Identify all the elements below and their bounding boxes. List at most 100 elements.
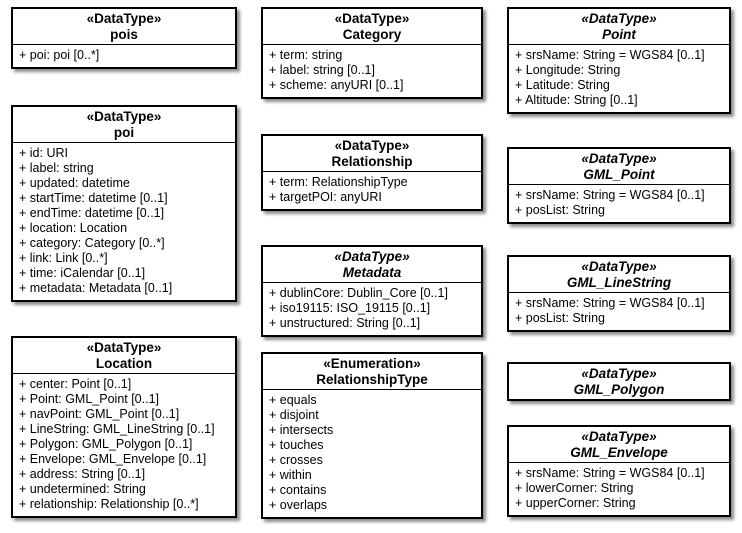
class-stereotype: «DataType»	[334, 138, 410, 153]
class-name: GML_Polygon	[573, 382, 665, 397]
class-attribute: + id: URI	[19, 146, 68, 160]
class-attribute-compartment: + srsName: String = WGS84 [0..1]+ posLis…	[509, 184, 729, 222]
class-name: Location	[95, 356, 153, 371]
class-attribute: + Point: GML_Point [0..1]	[19, 392, 160, 406]
class-attribute-compartment: + term: RelationshipType+ targetPOI: any…	[263, 171, 481, 209]
class-name: Metadata	[342, 265, 402, 280]
class-attribute: + overlaps	[269, 498, 328, 512]
class-attribute: + label: string [0..1]	[269, 63, 375, 77]
class-attribute: + touches	[269, 438, 324, 452]
class-name: Relationship	[331, 154, 413, 169]
class-attribute: + lowerCorner: String	[515, 481, 634, 495]
class-attribute: + equals	[269, 393, 317, 407]
class-attribute: + srsName: String = WGS84 [0..1]	[515, 48, 705, 62]
class-box-metadata: «DataType»Metadata+ dublinCore: Dublin_C…	[261, 245, 483, 337]
class-header: «DataType»Relationship	[263, 136, 481, 171]
class-attribute-compartment: + srsName: String = WGS84 [0..1]+ posLis…	[509, 292, 729, 330]
class-stereotype: «DataType»	[581, 366, 657, 381]
class-attribute: + disjoint	[269, 408, 319, 422]
class-attribute: + label: string	[19, 161, 94, 175]
class-stereotype: «DataType»	[334, 249, 410, 264]
class-attribute: + upperCorner: String	[515, 496, 636, 510]
class-header: «Enumeration»RelationshipType	[263, 354, 481, 389]
class-box-poi: «DataType»poi+ id: URI+ label: string+ u…	[11, 105, 237, 302]
class-stereotype: «DataType»	[581, 151, 657, 166]
class-attribute-compartment: + srsName: String = WGS84 [0..1]+ lowerC…	[509, 462, 729, 515]
class-stereotype: «DataType»	[334, 11, 410, 26]
class-header: «DataType»GML_Polygon	[509, 364, 729, 399]
class-attribute-compartment: + srsName: String = WGS84 [0..1]+ Longit…	[509, 44, 729, 112]
class-attribute: + time: iCalendar [0..1]	[19, 266, 146, 280]
class-name: RelationshipType	[316, 372, 428, 387]
class-attribute: + location: Location	[19, 221, 128, 235]
class-attribute: + Altitude: String [0..1]	[515, 93, 638, 107]
class-attribute: + srsName: String = WGS84 [0..1]	[515, 466, 705, 480]
class-box-point: «DataType»Point+ srsName: String = WGS84…	[507, 7, 731, 114]
class-attribute: + Longitude: String	[515, 63, 621, 77]
class-attribute: + relationship: Relationship [0..*]	[19, 497, 199, 511]
class-header: «DataType»Point	[509, 9, 729, 44]
class-attribute: + LineString: GML_LineString [0..1]	[19, 422, 215, 436]
class-attribute: + Polygon: GML_Polygon [0..1]	[19, 437, 193, 451]
class-stereotype: «DataType»	[581, 259, 657, 274]
class-name: GML_Point	[583, 167, 655, 182]
class-box-pois: «DataType»pois+ poi: poi [0..*]	[11, 7, 237, 69]
class-attribute: + srsName: String = WGS84 [0..1]	[515, 188, 705, 202]
class-header: «DataType»Metadata	[263, 247, 481, 282]
class-stereotype: «DataType»	[86, 340, 162, 355]
class-attribute: + dublinCore: Dublin_Core [0..1]	[269, 286, 448, 300]
class-attribute: + navPoint: GML_Point [0..1]	[19, 407, 180, 421]
class-stereotype: «DataType»	[86, 109, 162, 124]
class-name: Point	[602, 27, 636, 42]
class-attribute: + posList: String	[515, 203, 605, 217]
class-header: «DataType»Category	[263, 9, 481, 44]
class-stereotype: «DataType»	[86, 11, 162, 26]
class-stereotype: «DataType»	[581, 429, 657, 444]
class-attribute: + unstructured: String [0..1]	[269, 316, 421, 330]
class-box-gml-point: «DataType»GML_Point+ srsName: String = W…	[507, 147, 731, 224]
class-attribute-compartment: + dublinCore: Dublin_Core [0..1]+ iso191…	[263, 282, 481, 335]
class-attribute-compartment: + poi: poi [0..*]	[13, 44, 235, 67]
class-attribute: + posList: String	[515, 311, 605, 325]
class-stereotype: «DataType»	[581, 11, 657, 26]
class-attribute: + scheme: anyURI [0..1]	[269, 78, 404, 92]
class-name: poi	[113, 125, 135, 140]
class-attribute-compartment: + equals+ disjoint+ intersects+ touches+…	[263, 389, 481, 517]
class-attribute: + term: string	[269, 48, 343, 62]
class-attribute: + targetPOI: anyURI	[269, 190, 382, 204]
class-attribute: + category: Category [0..*]	[19, 236, 165, 250]
class-attribute: + contains	[269, 483, 327, 497]
class-attribute: + metadata: Metadata [0..1]	[19, 281, 173, 295]
class-stereotype: «Enumeration»	[323, 356, 421, 371]
class-attribute: + crosses	[269, 453, 323, 467]
class-name: pois	[110, 27, 138, 42]
class-attribute: + Latitude: String	[515, 78, 610, 92]
class-attribute: + term: RelationshipType	[269, 175, 408, 189]
class-name: Category	[342, 27, 402, 42]
class-attribute: + srsName: String = WGS84 [0..1]	[515, 296, 705, 310]
class-box-relationship: «DataType»Relationship+ term: Relationsh…	[261, 134, 483, 211]
class-header: «DataType»pois	[13, 9, 235, 44]
class-box-category: «DataType»Category + term: string+ label:…	[261, 7, 483, 99]
class-attribute: + startTime: datetime [0..1]	[19, 191, 168, 205]
class-attribute: + within	[269, 468, 312, 482]
class-name: GML_Envelope	[570, 445, 668, 460]
class-box-gml-linestring: «DataType»GML_LineString+ srsName: Strin…	[507, 255, 731, 332]
class-header: «DataType»poi	[13, 107, 235, 142]
class-name: GML_LineString	[566, 275, 672, 290]
class-attribute: + center: Point [0..1]	[19, 377, 132, 391]
class-attribute: + link: Link [0..*]	[19, 251, 108, 265]
class-attribute-compartment: + id: URI+ label: string+ updated: datet…	[13, 142, 235, 300]
class-attribute-compartment: + center: Point [0..1]+ Point: GML_Point…	[13, 373, 235, 516]
class-attribute: + iso19115: ISO_19115 [0..1]	[269, 301, 431, 315]
class-header: «DataType»GML_LineString	[509, 257, 729, 292]
class-box-relationship-type: «Enumeration»RelationshipType+ equals+ d…	[261, 352, 483, 519]
class-header: «DataType»GML_Point	[509, 149, 729, 184]
class-header: «DataType»Location	[13, 338, 235, 373]
class-header: «DataType»GML_Envelope	[509, 427, 729, 462]
class-attribute: + intersects	[269, 423, 334, 437]
class-box-gml-envelope: «DataType»GML_Envelope+ srsName: String …	[507, 425, 731, 517]
class-attribute: + endTime: datetime [0..1]	[19, 206, 165, 220]
class-attribute: + Envelope: GML_Envelope [0..1]	[19, 452, 207, 466]
